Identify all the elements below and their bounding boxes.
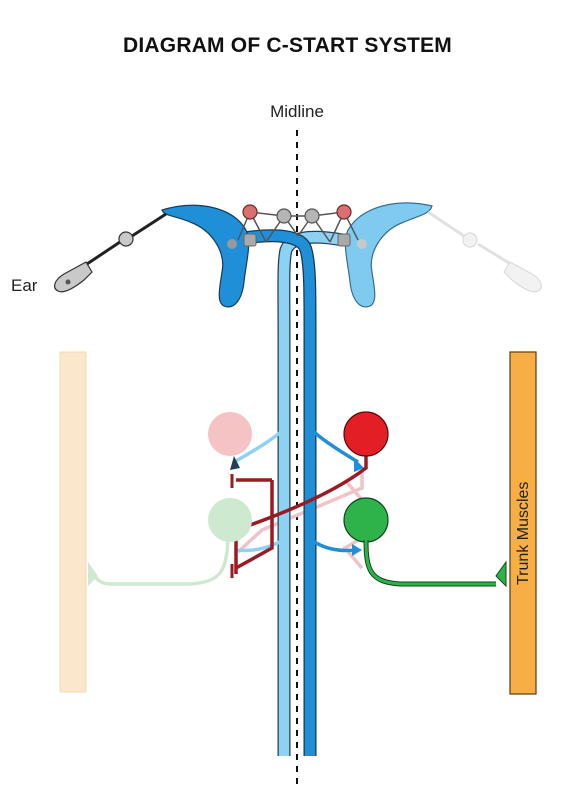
active-cross-connection-2 <box>235 478 274 570</box>
left-trunk-muscle <box>59 351 87 693</box>
left-motor-axon <box>88 539 230 586</box>
diagram-title: DIAGRAM OF C-START SYSTEM <box>123 34 452 57</box>
axon-dark-blue <box>243 229 317 756</box>
left-motor-neuron <box>208 498 252 542</box>
right-motor-axon <box>363 539 496 587</box>
left-motor-terminal <box>88 562 98 586</box>
right-ear-organ <box>427 210 542 293</box>
axon-branch-left-lower <box>235 538 284 553</box>
right-mauthner-cell <box>344 202 433 308</box>
trunk-muscles-label: Trunk Muscles <box>515 482 532 585</box>
right-motor-terminal <box>495 560 507 588</box>
ear-neuron-gray-2 <box>304 208 320 224</box>
right-trunk-muscle <box>509 351 537 695</box>
right-motor-neuron <box>343 497 389 543</box>
ear-neuron-gray-1 <box>276 208 292 224</box>
left-inhibitory-neuron <box>208 412 252 456</box>
midline-label: Midline <box>270 102 324 121</box>
left-mauthner-cell <box>161 204 250 308</box>
ear-label: Ear <box>11 276 38 295</box>
axon-branch-left-upper <box>233 428 285 464</box>
right-inhibitory-neuron <box>343 411 389 457</box>
ear-neuron-network <box>227 204 367 249</box>
left-ear-organ <box>54 212 167 293</box>
axon-branch-to-red <box>310 428 359 464</box>
ear-neuron-red-left <box>242 204 258 220</box>
axon-branch-to-green <box>310 538 357 553</box>
ear-neuron-red-right <box>336 204 352 220</box>
